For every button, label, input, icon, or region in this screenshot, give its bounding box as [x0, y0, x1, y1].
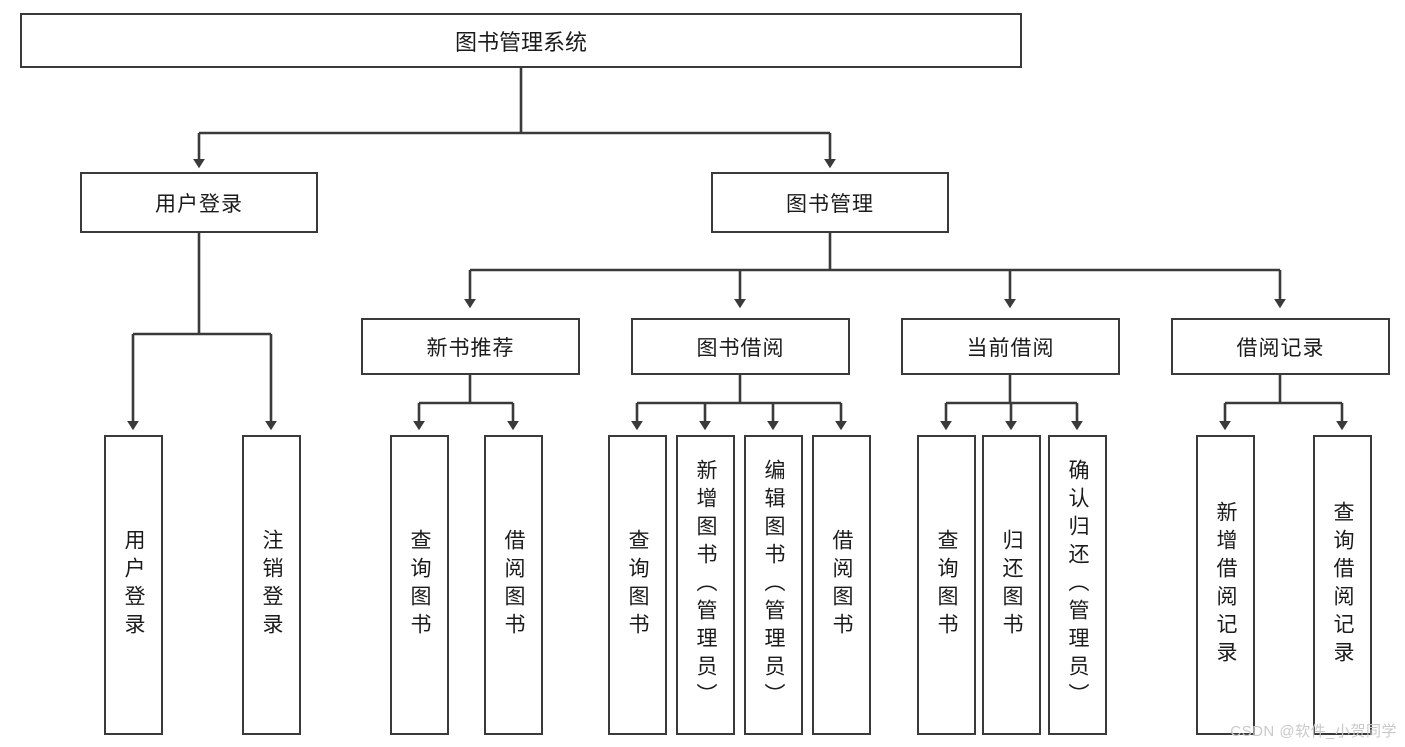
node-label: 借阅图书	[502, 529, 525, 641]
leaf-borrow-add-book-admin[interactable]: 新增图书（管理员）	[676, 435, 735, 735]
leaf-user-login-logout[interactable]: 注销登录	[242, 435, 301, 735]
node-label: 归还图书	[1000, 529, 1023, 641]
leaf-borrow-borrow-book[interactable]: 借阅图书	[812, 435, 871, 735]
node-label: 新增借阅记录	[1214, 501, 1237, 669]
node-label: 查询图书	[935, 529, 958, 641]
node-current-borrow[interactable]: 当前借阅	[901, 318, 1120, 375]
leaf-current-confirm-return-admin[interactable]: 确认归还（管理员）	[1048, 435, 1107, 735]
node-label: 编辑图书（管理员）	[762, 459, 785, 711]
leaf-borrow-query-book[interactable]: 查询图书	[608, 435, 667, 735]
node-new-book-recommend[interactable]: 新书推荐	[361, 318, 580, 375]
node-label: 新增图书（管理员）	[694, 459, 717, 711]
node-label: 图书借阅	[696, 336, 785, 360]
node-label: 确认归还（管理员）	[1066, 459, 1089, 711]
node-label: 当前借阅	[966, 336, 1055, 360]
leaf-new-book-query[interactable]: 查询图书	[390, 435, 449, 735]
node-label: 图书管理	[786, 192, 874, 216]
leaf-record-add-record[interactable]: 新增借阅记录	[1196, 435, 1255, 735]
node-user-login[interactable]: 用户登录	[80, 172, 318, 233]
leaf-borrow-edit-book-admin[interactable]: 编辑图书（管理员）	[744, 435, 803, 735]
node-label: 借阅记录	[1236, 336, 1325, 360]
leaf-record-query-record[interactable]: 查询借阅记录	[1313, 435, 1372, 735]
leaf-user-login-login[interactable]: 用户登录	[104, 435, 163, 735]
node-label: 查询图书	[626, 529, 649, 641]
watermark: CSDN @软件_小贺同学	[1230, 723, 1397, 740]
leaf-current-query-book[interactable]: 查询图书	[917, 435, 976, 735]
node-label: 用户登录	[155, 192, 243, 216]
node-book-borrow[interactable]: 图书借阅	[631, 318, 850, 375]
node-label: 图书管理系统	[454, 29, 587, 55]
node-borrow-record[interactable]: 借阅记录	[1171, 318, 1390, 375]
node-label: 查询图书	[408, 529, 431, 641]
node-root-system[interactable]: 图书管理系统	[20, 13, 1022, 68]
node-label: 查询借阅记录	[1331, 501, 1354, 669]
leaf-current-return-book[interactable]: 归还图书	[982, 435, 1041, 735]
node-label: 用户登录	[122, 529, 145, 641]
node-book-management[interactable]: 图书管理	[711, 172, 949, 233]
node-label: 借阅图书	[830, 529, 853, 641]
node-label: 新书推荐	[426, 336, 515, 360]
node-label: 注销登录	[260, 529, 283, 641]
leaf-new-book-borrow[interactable]: 借阅图书	[484, 435, 543, 735]
